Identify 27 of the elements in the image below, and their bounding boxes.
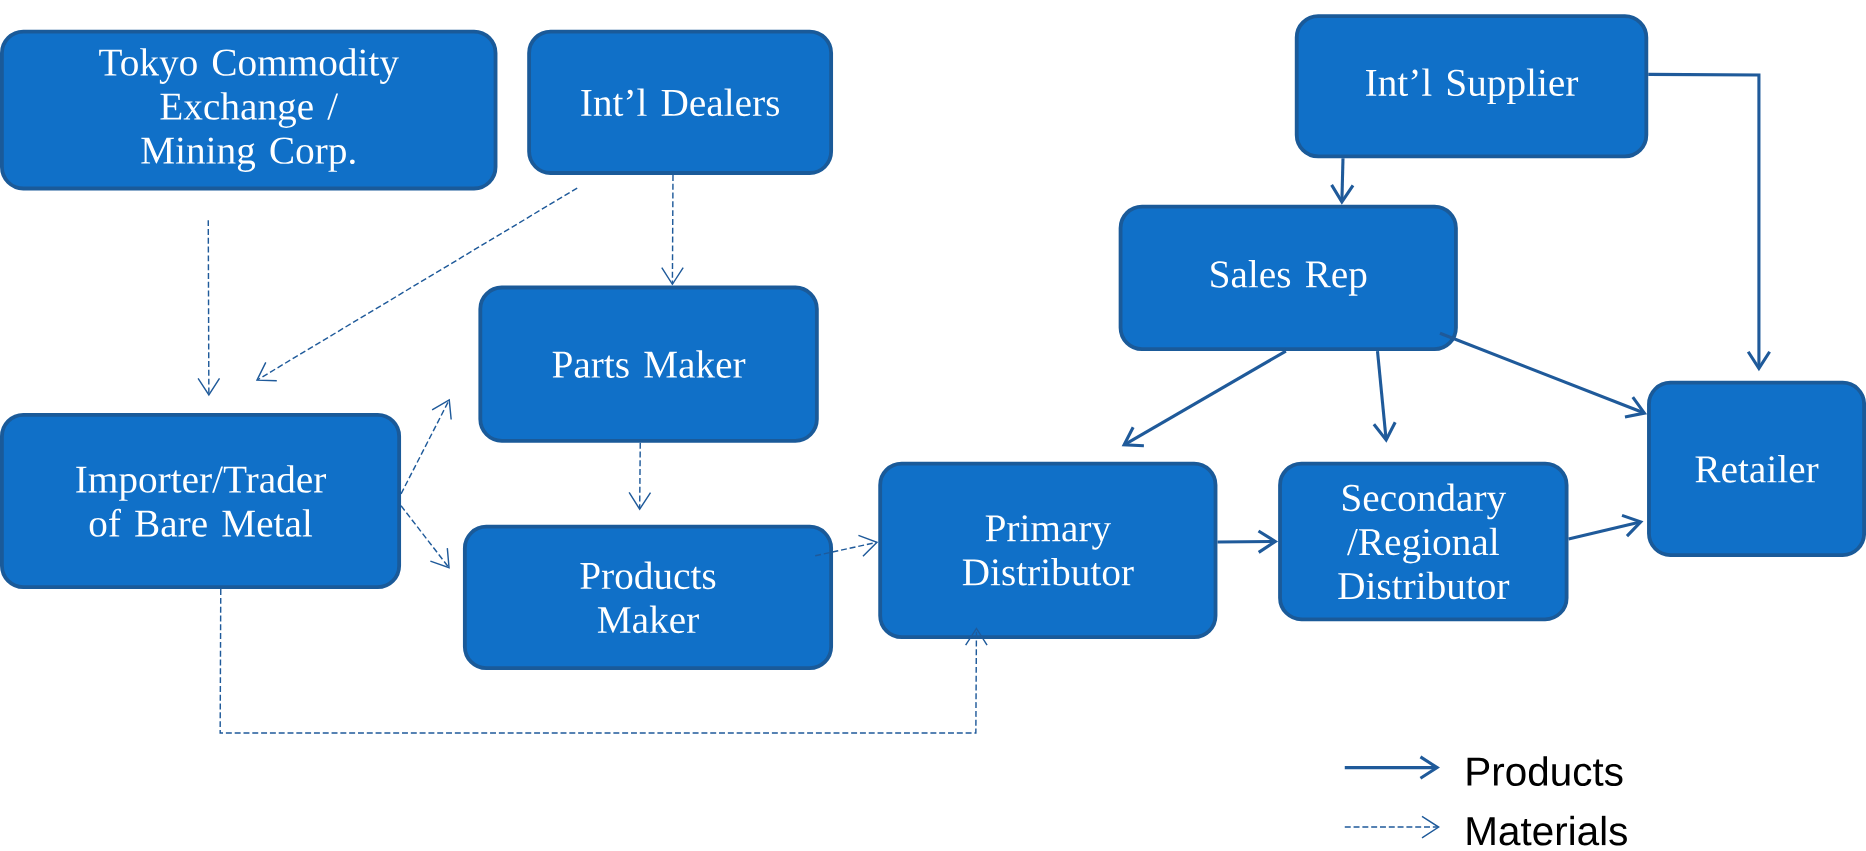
process-box: Tokyo Commodity Exchange / Mining Corp.: [0, 29, 498, 191]
process-box: Retailer: [1647, 380, 1866, 557]
process-box: Secondary /Regional Distributor: [1278, 461, 1569, 622]
arrow: [814, 534, 879, 558]
arrow: [1648, 72, 1771, 372]
arrow: [219, 588, 988, 734]
arrow: [1330, 158, 1355, 205]
arrow: [400, 398, 452, 495]
process-box: Int’l Dealers: [527, 29, 834, 175]
legend-label: Materials: [1467, 815, 1627, 846]
process-box: Int’l Supplier: [1294, 14, 1649, 159]
arrow: [1372, 350, 1397, 443]
arrow: [400, 505, 450, 569]
process-box: Sales Rep: [1118, 204, 1458, 352]
arrow: [1121, 349, 1287, 448]
process-box: Products Maker: [462, 524, 834, 671]
arrow: [628, 442, 652, 511]
arrow: [1568, 513, 1644, 541]
arrow: [1217, 529, 1279, 554]
arrow: [255, 187, 578, 382]
legend-label: Products: [1467, 756, 1623, 787]
process-box: Primary Distributor: [878, 461, 1218, 640]
arrow: [1439, 331, 1648, 419]
arrow: [661, 174, 684, 286]
process-box: Parts Maker: [478, 285, 819, 443]
process-box: Importer/Trader of Bare Metal: [0, 413, 402, 590]
arrow: [197, 219, 221, 397]
